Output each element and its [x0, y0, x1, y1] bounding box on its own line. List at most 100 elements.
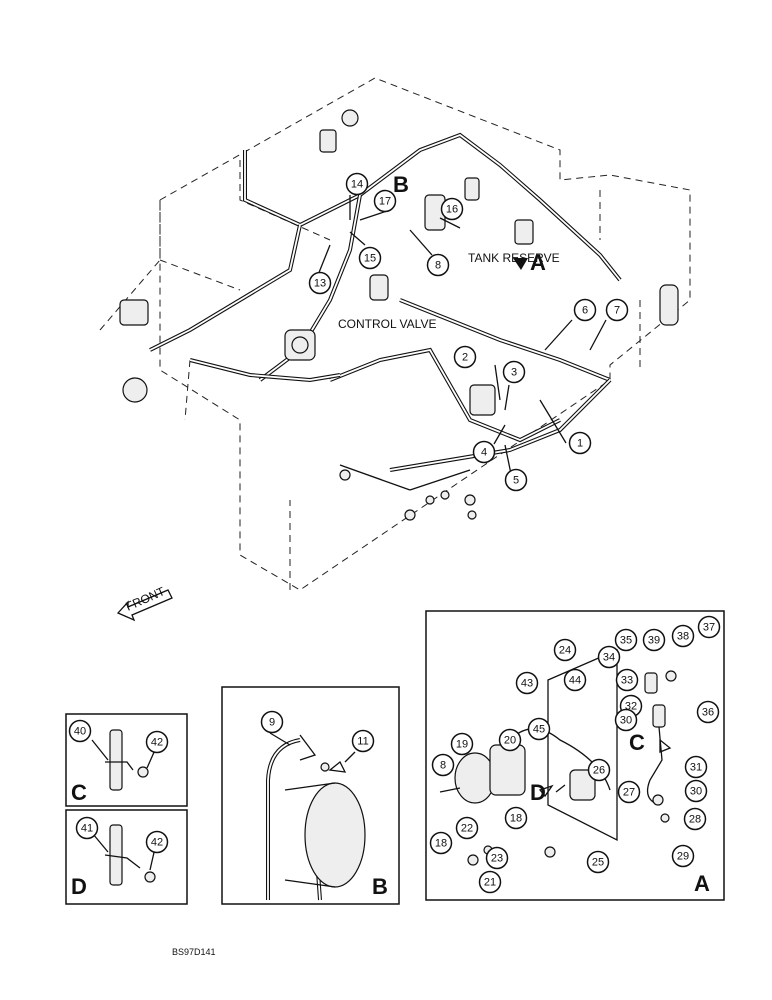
callout-number: 14: [351, 179, 363, 191]
view-c-box: C: [65, 713, 188, 807]
callout-28: 28: [683, 807, 707, 831]
callout-31: 31: [684, 755, 708, 779]
callout-number: 20: [504, 735, 516, 747]
callout-number: 21: [484, 877, 496, 889]
callout-number: 37: [703, 622, 715, 634]
callout-number: 42: [151, 837, 163, 849]
callout-36: 36: [696, 700, 720, 724]
callout-number: 13: [314, 278, 326, 290]
view-c-arrow-letter: C: [629, 730, 645, 755]
view-c-letter: C: [71, 780, 87, 805]
callout-number: 3: [511, 367, 517, 379]
callout-number: 8: [440, 760, 446, 772]
callout-23: 23: [485, 846, 509, 870]
callout-44: 44: [563, 668, 587, 692]
callout-number: 29: [677, 851, 689, 863]
callout-6: 6: [573, 298, 597, 322]
callout-number: 34: [603, 652, 615, 664]
callout-14: 14: [345, 172, 369, 196]
callout-number: 4: [481, 447, 487, 459]
callout-number: 35: [620, 635, 632, 647]
view-d-arrow-letter: D: [530, 780, 546, 805]
callout-7: 7: [605, 298, 629, 322]
control-valve-label: CONTROL VALVE: [338, 317, 436, 331]
main-assembly: TANK RESERVE CONTROL VALVE B A: [99, 77, 691, 591]
front-arrow: FRONT: [116, 584, 173, 622]
callout-number: 5: [513, 475, 519, 487]
callout-33: 33: [615, 668, 639, 692]
view-b-letter: B: [393, 172, 409, 197]
callout-40: 40: [68, 719, 92, 743]
callout-5: 5: [504, 468, 528, 492]
callout-3: 3: [502, 360, 526, 384]
callout-number: 43: [521, 678, 533, 690]
view-b-box: B: [221, 686, 400, 905]
callout-8: 8: [426, 253, 450, 277]
view-b-letter-bottom: B: [372, 874, 388, 899]
callout-number: 15: [364, 253, 376, 265]
callout-4: 4: [472, 440, 496, 464]
callout-34: 34: [597, 645, 621, 669]
callout-number: 28: [689, 814, 701, 826]
callout-number: 1: [577, 438, 583, 450]
callout-16: 16: [440, 197, 464, 221]
view-a-letter-bottom: A: [694, 871, 710, 896]
callout-18: 18: [504, 806, 528, 830]
callout-43: 43: [515, 671, 539, 695]
callout-24: 24: [553, 638, 577, 662]
callout-number: 16: [446, 204, 458, 216]
callout-35: 35: [614, 628, 638, 652]
callout-30: 30: [614, 708, 638, 732]
callout-41: 41: [75, 816, 99, 840]
callout-number: 40: [74, 726, 86, 738]
callout-number: 27: [623, 787, 635, 799]
view-d-box: D: [65, 809, 188, 905]
callout-number: 33: [621, 675, 633, 687]
callout-number: 8: [435, 260, 441, 272]
callout-number: 11: [357, 736, 368, 748]
callout-19: 19: [450, 732, 474, 756]
callout-number: 7: [614, 305, 620, 317]
callout-number: 18: [435, 838, 447, 850]
callout-number: 39: [648, 635, 660, 647]
callout-number: 42: [151, 737, 163, 749]
callout-number: 45: [533, 724, 545, 736]
callout-17: 17: [373, 189, 397, 213]
view-a-letter: A: [530, 250, 546, 275]
callout-30: 30: [684, 779, 708, 803]
callout-number: 30: [690, 786, 702, 798]
callout-38: 38: [671, 624, 695, 648]
callout-1: 1: [568, 431, 592, 455]
callout-number: 9: [269, 717, 275, 729]
callout-number: 22: [461, 823, 473, 835]
callout-13: 13: [308, 271, 332, 295]
drawing-code: BS97D141: [172, 947, 216, 957]
callout-42: 42: [145, 830, 169, 854]
callout-45: 45: [527, 717, 551, 741]
callout-number: 24: [559, 645, 571, 657]
callout-8: 8: [431, 753, 455, 777]
callout-number: 38: [677, 631, 689, 643]
callout-number: 6: [582, 305, 588, 317]
callout-number: 18: [510, 813, 522, 825]
callout-39: 39: [642, 628, 666, 652]
callout-number: 36: [702, 707, 714, 719]
callout-21: 21: [478, 870, 502, 894]
callout-number: 26: [593, 765, 605, 777]
callout-20: 20: [498, 728, 522, 752]
callout-25: 25: [586, 850, 610, 874]
callout-29: 29: [671, 844, 695, 868]
view-d-letter: D: [71, 874, 87, 899]
callout-number: 41: [81, 823, 93, 835]
callout-18: 18: [429, 831, 453, 855]
callout-9: 9: [260, 710, 284, 734]
callout-number: 30: [620, 715, 632, 727]
callout-15: 15: [358, 246, 382, 270]
callout-26: 26: [587, 758, 611, 782]
callout-22: 22: [455, 816, 479, 840]
callout-number: 2: [462, 352, 468, 364]
callout-42: 42: [145, 730, 169, 754]
callout-number: 25: [592, 857, 604, 869]
